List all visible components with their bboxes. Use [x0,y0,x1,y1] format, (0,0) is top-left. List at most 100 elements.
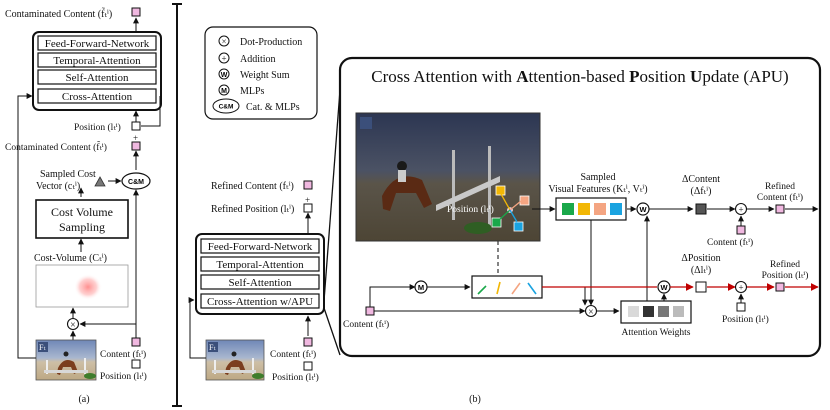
horse-silhouette-b [225,360,246,375]
refined-position-token [775,282,785,292]
cat-mlp-label-a: C&M [128,179,144,186]
sampled-cost-label-1: Sampled Cost [40,169,96,180]
feature-peach [594,203,606,215]
legend-label-dot: Dot-Production [240,37,302,48]
delta-position-token [695,281,707,293]
cat-mlp-node-a [121,172,151,190]
svg-text:+: + [305,195,310,205]
position-input-token-b [303,361,313,371]
panel-b: × Dot-Production + Addition W Weight Sum… [188,26,481,405]
contaminated-content-mid-token [131,141,141,151]
sampled-cost-label-2: Vector (cₜⁱ) [36,181,80,192]
svg-text:×: × [221,37,226,47]
position-input-token-a [131,359,141,369]
apu-position-label: Position (lₜⁱ) [447,204,494,215]
sample-point-green [491,217,502,228]
apu-module: Cross Attention with Attention-based Pos… [338,56,822,358]
legend-label-wsum: Weight Sum [240,70,290,81]
offset-arrow-blue [527,282,537,295]
legend-label-catmlp: Cat. & MLPs [246,102,300,113]
delta-content-label-2: (Δfₜⁱ) [691,186,712,197]
feature-green [562,203,574,215]
panel-a: Contaminated Content (f̃ₜⁱ) Feed-Forward… [5,7,162,405]
delta-content-label-1: ΔContent [682,174,720,185]
temporal-attention-label-a: Temporal-Attention [53,55,141,67]
horse-silhouette-a [57,360,78,375]
cost-volume-label: Cost-Volume (Cₜⁱ) [34,253,107,264]
refined-position-label-b: Refined Position (lₜⁱ) [211,204,294,215]
position-bottom-label: Position (lₜⁱ) [722,314,769,325]
offset-arrow-yellow [496,281,501,295]
svg-text:W: W [221,72,228,79]
contaminated-content-mid-label: Contaminated Content (f̃ₜⁱ) [5,140,107,153]
svg-text:W: W [639,205,647,214]
legend-addition: + Addition [218,52,276,65]
addition-icon [218,52,230,64]
refined-content-token [775,204,785,214]
svg-text:M: M [221,88,227,95]
weight-cell-2 [643,306,654,317]
sample-point-peach [519,195,530,206]
cross-attention-apu-label-b: Cross-Attention w/APU [207,296,313,308]
apu-content-left-token [365,306,375,316]
zoom-line-bottom [323,307,341,356]
zoom-line-top [323,89,341,302]
cost-volume-heat-blob [74,274,102,300]
contaminated-content-top-token [131,7,141,17]
temporal-attention-label-b: Temporal-Attention [216,259,304,271]
caption-a: (a) [78,394,89,405]
weight-cell-1 [628,306,639,317]
legend-mlps: M MLPs [218,84,265,97]
legend-weight-sum: W Weight Sum [218,68,290,81]
sampled-label-2: Visual Features (Kₜⁱ, Vₜⁱ) [548,184,647,195]
ffn-block-b [200,238,320,254]
content-input-label-a: Content (fₜⁱ) [100,349,146,360]
offset-arrow-peach [511,282,521,295]
sample-point-yellow [495,185,506,196]
cross-attention-block-a [37,88,157,104]
self-attention-block-b [200,274,320,290]
apu-content-left-label: Content (fₜⁱ) [343,319,389,330]
ffn-label-a: Feed-Forward-Network [45,38,150,50]
content-bottom-token [736,225,746,235]
delta-position-label-2: (Δlₜⁱ) [691,265,711,276]
weight-sum-icon [218,68,230,80]
caption-b: (b) [469,394,481,405]
apu-horse-silhouette [382,176,432,211]
temporal-attention-block-b [200,256,320,272]
attention-weights-label: Attention Weights [622,328,691,338]
contaminated-content-top-label: Contaminated Content (f̃ₜⁱ) [5,7,112,20]
content-input-label-b: Content (fₜⁱ) [270,349,316,360]
position-bottom-token [736,302,746,312]
position-token-a [131,121,141,131]
feature-blue [610,203,622,215]
weight-cell-3 [658,306,669,317]
apu-frame-image [355,112,541,242]
position-label-a: Position (lₜⁱ) [74,122,121,133]
refined-content-token-b [303,180,313,190]
content-token-a [131,337,141,347]
apu-title: Cross Attention with Attention-based Pos… [371,67,788,86]
dot-product-node-a [66,317,80,331]
cost-volume-sampling-label-1: Cost Volume [51,205,113,219]
temporal-attention-block-a [37,52,157,68]
position-input-label-b: Position (lₜⁱ) [272,372,319,383]
refined-content-label-b: Refined Content (fₜⁱ) [211,181,294,192]
delta-position-label-1: ΔPosition [681,253,720,264]
svg-text:+: + [738,283,743,293]
self-attention-label-a: Self-Attention [66,72,129,84]
legend-dot-production: × Dot-Production [218,35,302,48]
cost-volume-sampling-block [35,199,129,239]
content-token-b [303,337,313,347]
dot-product-symbol-a: × [70,320,76,331]
sample-point-blue [513,221,524,232]
content-bottom-label: Content (fₜⁱ) [707,237,753,248]
cost-volume-sampling-label-2: Sampling [59,220,105,234]
ffn-block-a [37,35,157,51]
mlp-icon [218,84,230,96]
legend-label-mlp: MLPs [240,86,265,97]
legend-cat-mlps: C&M Cat. & MLPs [212,98,300,114]
sampled-label-1: Sampled [581,172,616,183]
dot-production-icon [218,35,230,47]
add-node-content [734,202,748,216]
